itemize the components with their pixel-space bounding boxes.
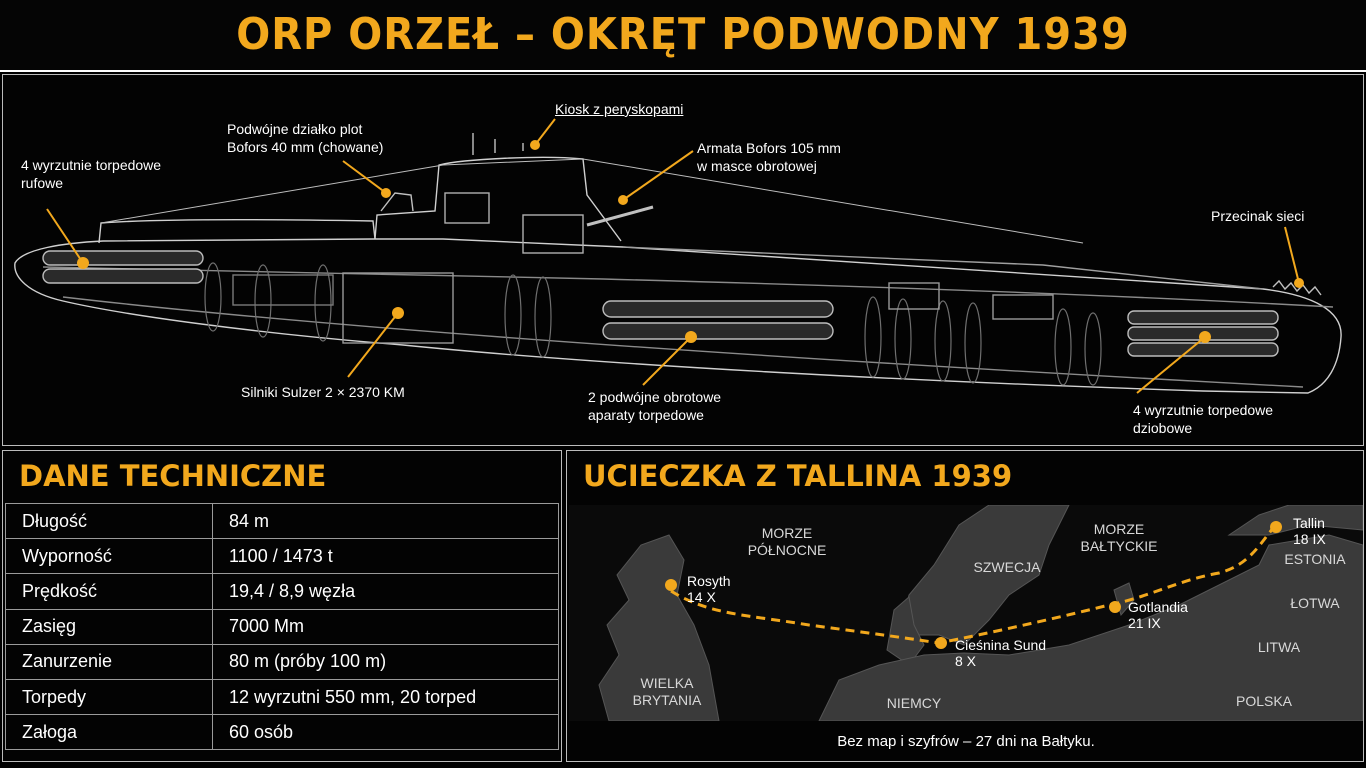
- leader-line-conning-tower: [534, 118, 556, 146]
- label-net-cutter: Przecinak sieci: [1211, 208, 1305, 224]
- label-engines: Silniki Sulzer 2 × 2370 KM: [241, 384, 405, 400]
- marker-bow-tubes: [1199, 331, 1211, 343]
- land-finland: [1227, 505, 1363, 536]
- region-germany: NIEMCY: [886, 695, 942, 711]
- label-main-gun: Armata Bofors 105 mm w masce obrotowej: [697, 140, 841, 174]
- leader-line-mid-tubes: [642, 336, 692, 386]
- map-title: UCIECZKA Z TALLINA 1939: [583, 459, 1013, 493]
- mid-torpedo: [602, 300, 834, 318]
- leader-line-aa-gun: [342, 160, 387, 194]
- escape-map-panel: UCIECZKA Z TALLINA 1939 MORZE PÓŁNOCNE: [566, 450, 1364, 762]
- region-latvia: ŁOTWA: [1290, 595, 1340, 611]
- stop-marker-gotland: [1109, 601, 1121, 613]
- stop-marker-tallin: [1270, 521, 1282, 533]
- stern-torpedo: [42, 268, 204, 284]
- submarine-cutaway-panel: 4 wyrzutnie torpedowe rufowe Podwójne dz…: [2, 74, 1364, 446]
- title-bar: ORP ORZEŁ – OKRĘT PODWODNY 1939: [0, 0, 1366, 72]
- region-britain: WIELKA BRYTANIA: [632, 675, 702, 708]
- region-baltic: MORZE BAŁTYCKIE: [1080, 521, 1158, 554]
- stop-marker-sund: [935, 637, 947, 649]
- stop-label-tallin: Tallin 18 IX: [1293, 515, 1326, 547]
- marker-mid-tubes: [685, 331, 697, 343]
- region-north-sea: MORZE PÓŁNOCNE: [747, 525, 827, 558]
- stop-label-gotland: Gotlandia 21 IX: [1128, 599, 1188, 631]
- marker-stern-tubes: [77, 257, 89, 269]
- escape-map: MORZE PÓŁNOCNE MORZE BAŁTYCKIE SZWECJA E…: [569, 505, 1363, 721]
- land-norway-sweden: [898, 505, 1070, 646]
- map-caption: Bez map i szyfrów – 27 dni na Bałtyku.: [837, 733, 1095, 750]
- stern-torpedo: [42, 250, 204, 266]
- marker-main-gun: [618, 195, 628, 205]
- leader-line-stern-tubes: [46, 208, 84, 264]
- land-britain: [598, 534, 720, 721]
- leader-line-main-gun: [622, 150, 694, 201]
- net-cutter-teeth: [1272, 279, 1322, 296]
- net-cutter-wire: [100, 158, 1084, 244]
- region-poland: POLSKA: [1235, 693, 1293, 709]
- label-aa-gun: Podwójne działko plot Bofors 40 mm (chow…: [227, 121, 384, 155]
- land-continent: [818, 534, 1363, 721]
- escape-route-line: [670, 526, 1276, 645]
- marker-engines: [392, 307, 404, 319]
- label-conning-tower: Kiosk z peryskopami: [555, 101, 684, 117]
- stop-label-sund: Cieśnina Sund 8 X: [955, 637, 1047, 669]
- leader-line-bow-tubes: [1136, 336, 1206, 394]
- marker-net-cutter: [1294, 278, 1304, 288]
- region-sweden: SZWECJA: [973, 559, 1041, 575]
- leader-line-net-cutter: [1284, 226, 1300, 284]
- hull-outline: [14, 238, 1342, 394]
- mid-torpedo: [602, 322, 834, 340]
- aa-gun-outline: [380, 192, 414, 212]
- map-illustration: [598, 505, 1363, 721]
- label-mid-tubes: 2 podwójne obrotowe aparaty torpedowe: [588, 389, 722, 423]
- marker-aa-gun: [381, 188, 391, 198]
- label-stern-tubes: 4 wyrzutnie torpedowe rufowe: [21, 157, 162, 191]
- label-bow-tubes: 4 wyrzutnie torpedowe dziobowe: [1133, 402, 1274, 436]
- region-estonia: ESTONIA: [1284, 551, 1346, 567]
- region-lithuania: LITWA: [1257, 639, 1301, 655]
- deck-casing: [98, 218, 376, 244]
- deck-gun-barrel: [586, 205, 654, 227]
- bow-torpedo: [1127, 342, 1279, 357]
- stop-label-rosyth: Rosyth 14 X: [687, 573, 731, 605]
- page-title: ORP ORZEŁ – OKRĘT PODWODNY 1939: [236, 10, 1130, 60]
- periscope-mast: [472, 133, 524, 155]
- leader-line-engines: [347, 312, 399, 378]
- engine-block: [342, 272, 454, 344]
- marker-conning-tower: [530, 140, 540, 150]
- bow-torpedo: [1127, 310, 1279, 325]
- submarine-cutaway-illustration: [14, 118, 1342, 394]
- stop-marker-rosyth: [665, 579, 677, 591]
- tech-data-title: DANE TECHNICZNE: [19, 459, 327, 493]
